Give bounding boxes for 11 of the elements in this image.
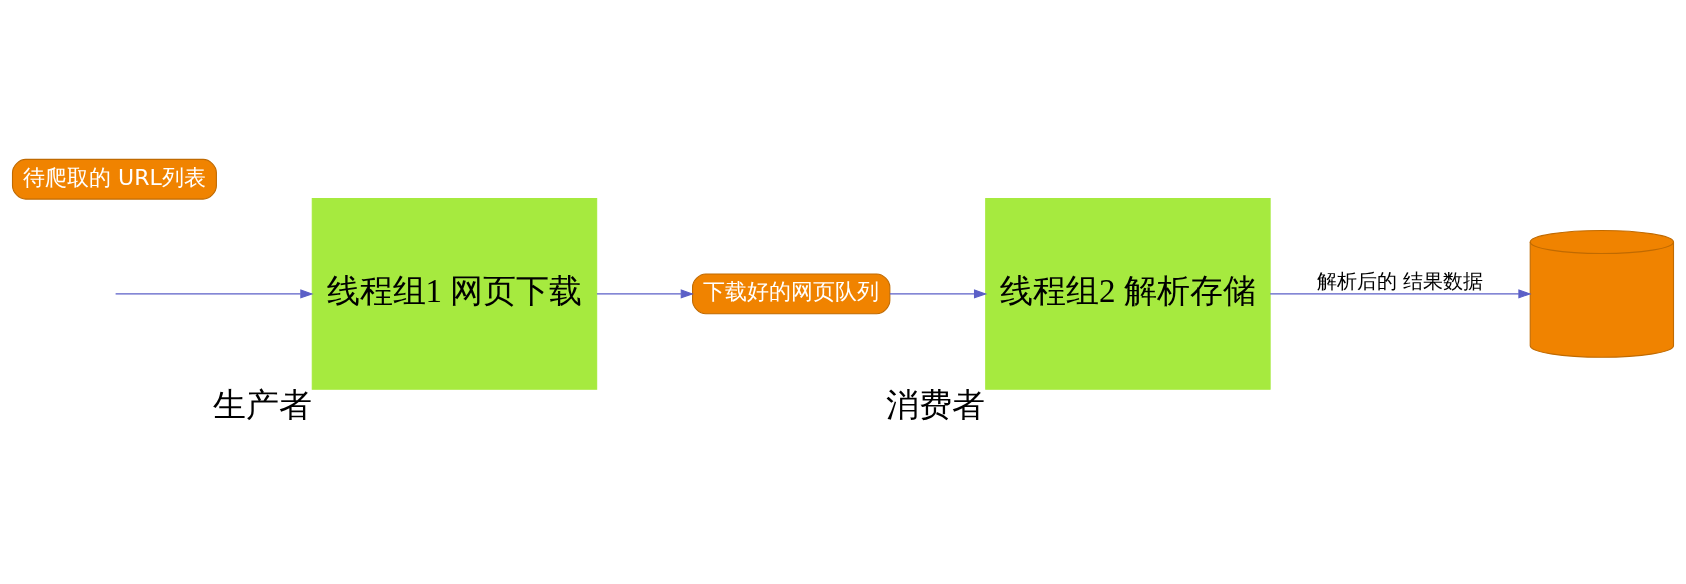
arrow xyxy=(1269,288,1532,298)
node-label: 消费者 xyxy=(886,386,986,423)
node-box: 下载好的网页队列 xyxy=(692,273,891,314)
arrow xyxy=(889,288,988,298)
arrow xyxy=(115,288,314,298)
arrow xyxy=(596,288,694,298)
node-box: 线程组2 解析存储 xyxy=(985,197,1271,390)
node-label: 生产者 xyxy=(212,386,312,423)
edge-label: 解析后的 结果数据 xyxy=(1317,269,1484,293)
node-box: 线程组1 网页下载 xyxy=(311,197,598,390)
node-box: 待爬取的 URL列表 xyxy=(11,158,217,200)
